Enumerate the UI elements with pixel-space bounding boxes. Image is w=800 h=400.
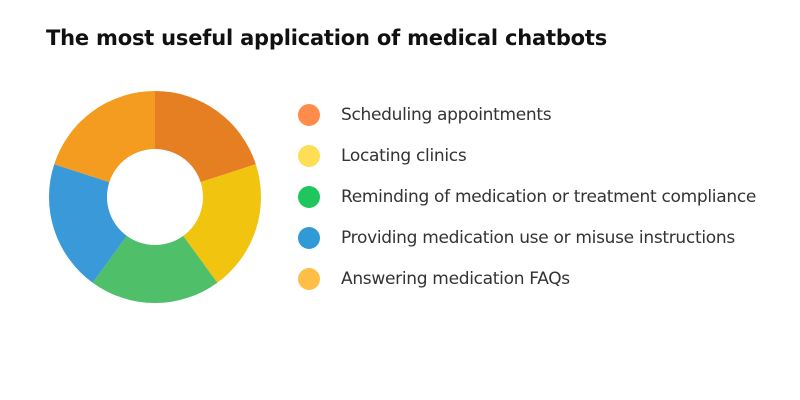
legend-swatch	[298, 144, 320, 167]
legend-label: Providing medication use or misuse instr…	[341, 227, 735, 248]
legend-item-reminding: Reminding of medication or treatment com…	[298, 176, 788, 217]
legend-label: Scheduling appointments	[341, 104, 552, 125]
chart-title: The most useful application of medical c…	[46, 26, 608, 50]
legend-label: Answering medication FAQs	[341, 268, 570, 289]
donut-slice-5	[54, 91, 155, 183]
legend-swatch	[298, 267, 320, 290]
legend-item-faqs: Answering medication FAQs	[298, 258, 788, 299]
legend-item-instructions: Providing medication use or misuse instr…	[298, 217, 788, 258]
legend: Scheduling appointments Locating clinics…	[298, 94, 788, 299]
donut-slice-3	[92, 235, 218, 303]
donut-chart	[49, 91, 261, 303]
legend-swatch	[298, 103, 320, 126]
donut-slice-2	[183, 164, 261, 283]
legend-item-locating-clinics: Locating clinics	[298, 135, 788, 176]
legend-swatch	[298, 226, 320, 249]
donut-slice-4	[49, 164, 127, 283]
legend-item-scheduling: Scheduling appointments	[298, 94, 788, 135]
legend-label: Locating clinics	[341, 145, 467, 166]
legend-label: Reminding of medication or treatment com…	[341, 186, 757, 207]
donut-slice-1	[155, 91, 256, 183]
legend-swatch	[298, 185, 320, 208]
